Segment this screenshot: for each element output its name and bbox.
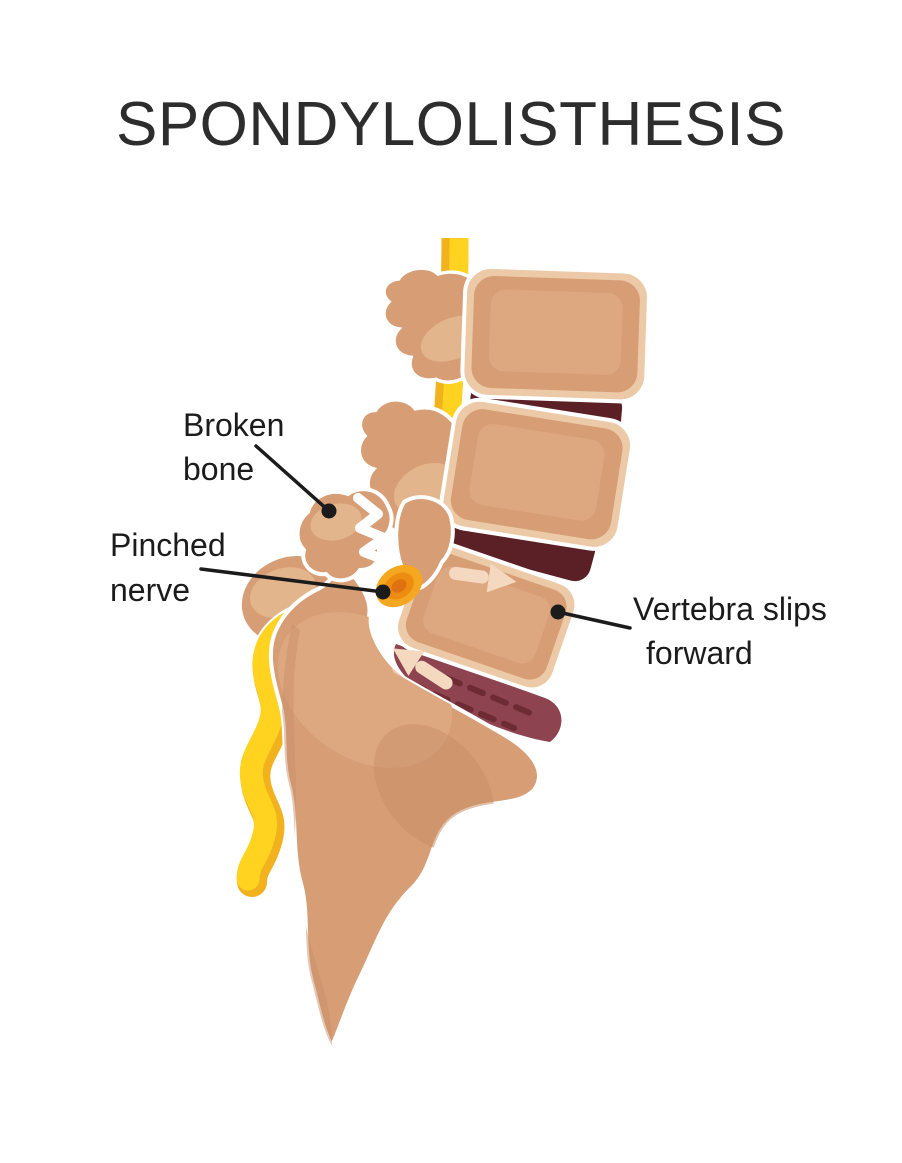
arrow-forward-slip <box>449 563 517 593</box>
leader-pinched-nerve <box>199 567 385 594</box>
leader-vertebra-slips <box>556 610 632 630</box>
vertebra-2-body <box>439 397 635 551</box>
vertebra-3-body <box>394 540 579 692</box>
page-title: SPONDYLOLISTHESIS <box>115 90 787 159</box>
label-vertebra-slips: Vertebra slips forward <box>633 591 836 671</box>
leader-dot-pinched-nerve <box>375 584 391 600</box>
label-vertebra-slips-line1: Vertebra slips <box>633 591 827 627</box>
vertebra-1-body <box>460 264 651 404</box>
label-pinched-nerve-line1: Pinched <box>110 527 226 563</box>
leader-dot-vertebra-slips <box>550 604 566 620</box>
label-pinched-nerve: Pinched nerve <box>110 527 235 608</box>
label-broken-bone-line2: bone <box>183 451 254 487</box>
label-pinched-nerve-line2: nerve <box>110 572 190 608</box>
label-broken-bone: Broken bone <box>183 407 293 487</box>
label-broken-bone-line1: Broken <box>183 407 284 443</box>
arrow-counter-slip <box>392 648 453 690</box>
leader-lines <box>199 444 632 630</box>
leader-broken-bone <box>254 444 331 513</box>
leader-dot-broken-bone <box>321 503 337 519</box>
label-vertebra-slips-line2: forward <box>646 635 753 671</box>
